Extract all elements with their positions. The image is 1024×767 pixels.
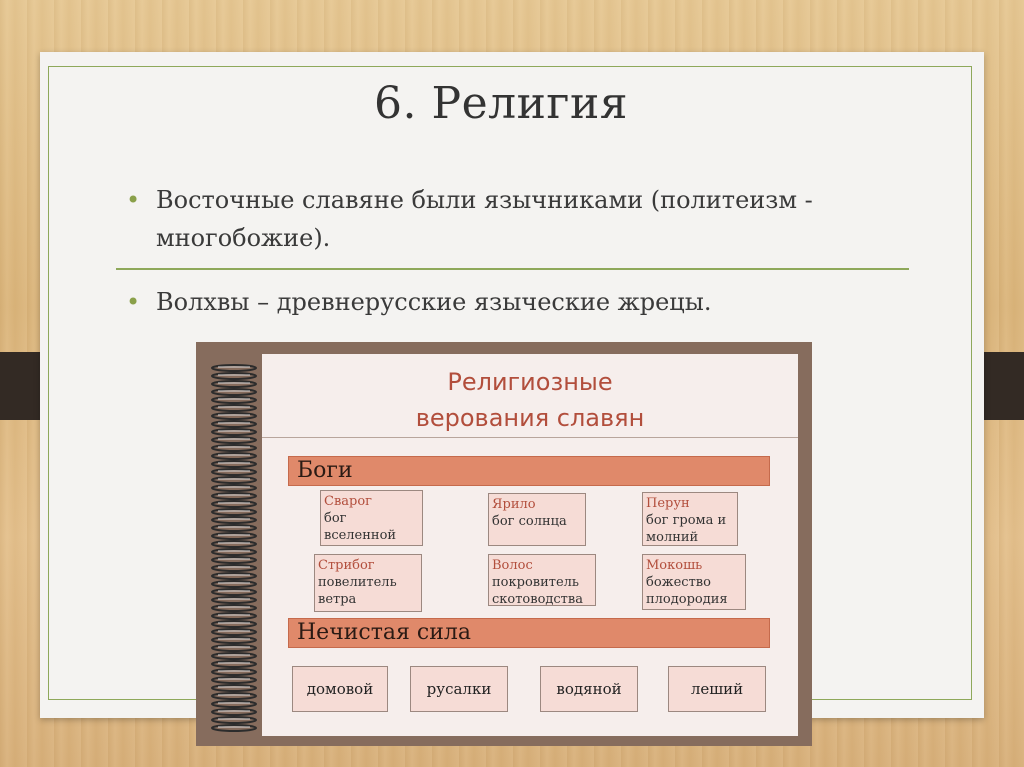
divider-line: [116, 268, 909, 270]
god-name: Ярило: [492, 497, 536, 512]
spirit-rusalki: русалки: [410, 666, 508, 712]
god-desc-line2: плодородия: [646, 592, 728, 607]
spirit-leshiy: леший: [668, 666, 766, 712]
god-name: Сварог: [324, 494, 372, 509]
god-desc: бог вселенной: [324, 511, 397, 543]
god-card-perun: Перун бог грома и молний: [642, 492, 738, 546]
notebook-title-line1: Религиозные: [447, 368, 613, 396]
god-desc-line1: бог грома и: [646, 513, 727, 528]
gods-header: Боги: [288, 456, 770, 486]
bullet-2: Волхвы – древнерусские языческие жрецы.: [156, 283, 711, 321]
god-card-volos: Волос покровитель скотоводства: [488, 554, 596, 607]
god-desc-line2: скотоводства: [492, 592, 583, 607]
bullet-1-line1: Восточные славяне были язычниками (полит…: [156, 186, 813, 214]
bullet-1: Восточные славяне были язычниками (полит…: [156, 181, 813, 257]
god-desc-line2: ветра: [318, 592, 357, 607]
god-name: Стрибог: [318, 558, 375, 573]
god-name: Перун: [646, 496, 690, 511]
god-desc-line2: молний: [646, 530, 699, 545]
notebook-title-rule: [262, 437, 798, 438]
god-card-mokosh: Мокошь божество плодородия: [642, 554, 746, 610]
god-card-stribog: Стрибог повелитель ветра: [314, 554, 422, 612]
bullet-marker-2: •: [126, 288, 141, 316]
spirit-vodyanoy: водяной: [540, 666, 638, 712]
spirits-header: Нечистая сила: [288, 618, 770, 648]
god-card-yarilo: Ярило бог солнца: [488, 493, 586, 546]
notebook-title: Религиозные верования славян: [262, 364, 798, 436]
notebook-title-line2: верования славян: [415, 404, 645, 432]
god-desc-line1: покровитель: [492, 575, 579, 590]
god-card-svarog: Сварог бог вселенной: [320, 490, 423, 546]
slide-title: 6. Религия: [374, 78, 629, 129]
god-desc: бог солнца: [492, 514, 567, 529]
spirit-domovoy: домовой: [292, 666, 388, 712]
god-desc-line1: повелитель: [318, 575, 397, 590]
bullet-1-line2: многобожие).: [156, 224, 331, 252]
bullet-2-line1: Волхвы – древнерусские языческие жрецы.: [156, 288, 712, 316]
god-name: Волос: [492, 558, 533, 573]
bullet-marker-1: •: [126, 186, 141, 214]
god-desc-line1: божество: [646, 575, 711, 590]
god-name: Мокошь: [646, 558, 703, 573]
spiral-binding-icon: [211, 364, 257, 732]
